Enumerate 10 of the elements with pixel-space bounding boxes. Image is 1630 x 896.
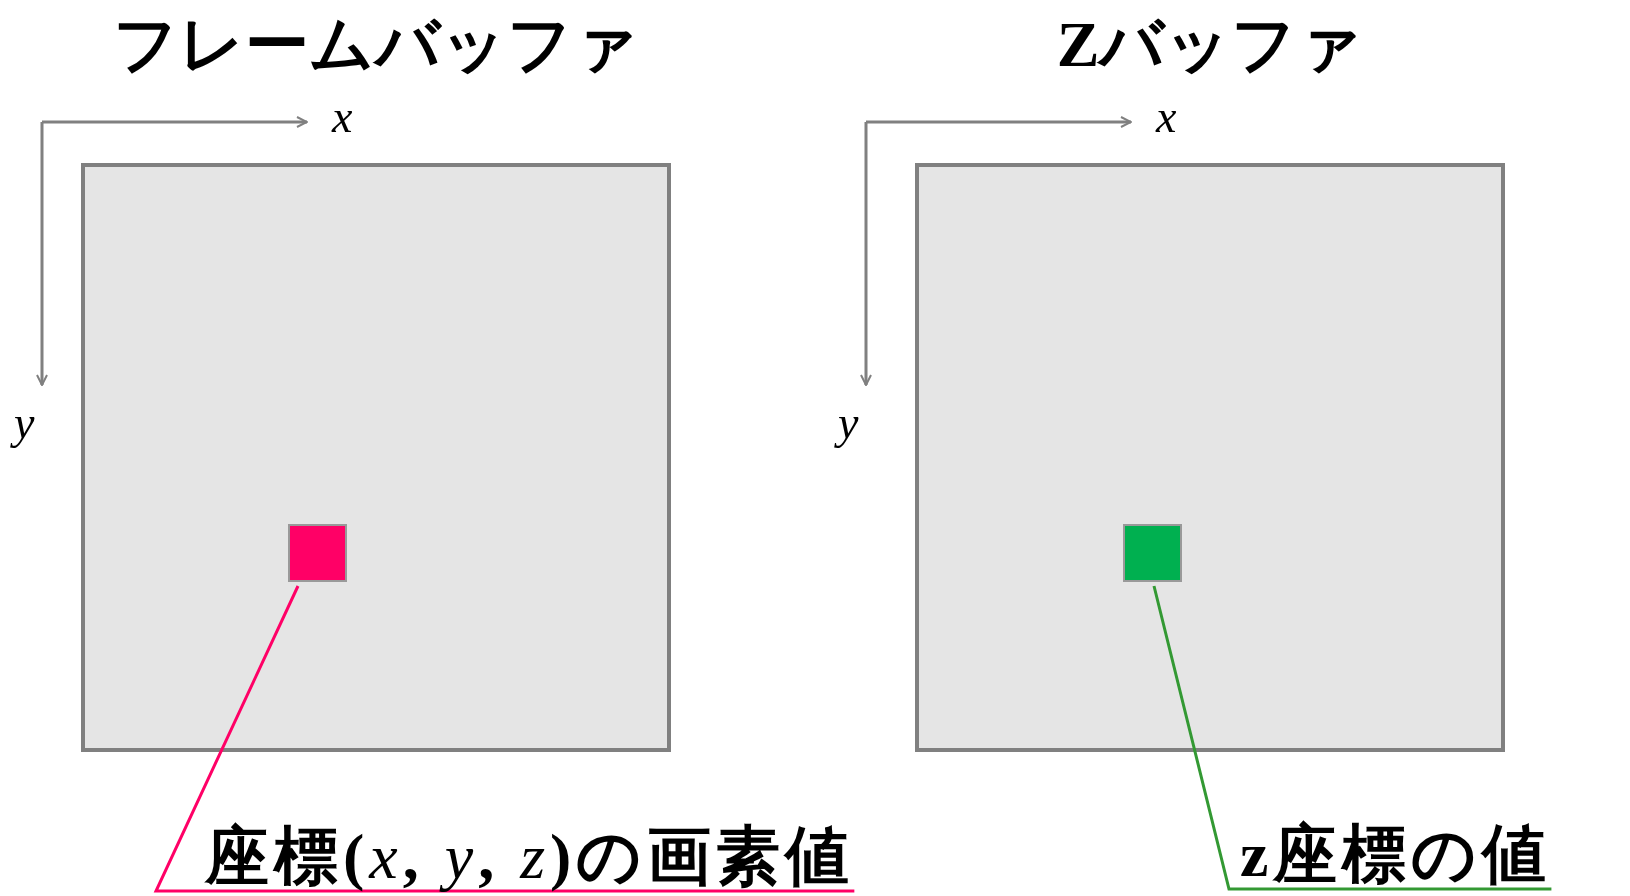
axis-label: x <box>332 92 353 142</box>
caption-text: z座標の値 <box>1240 820 1552 890</box>
axis-label: x <box>1156 92 1177 142</box>
leader-line <box>1152 585 1552 891</box>
pixel-square <box>1123 524 1182 582</box>
pixel-square <box>288 524 347 582</box>
buffer-title: フレームバッファ <box>112 10 640 80</box>
leader-line <box>153 585 855 893</box>
caption-text: 座標(x, y, z)の画素値 <box>205 822 855 892</box>
buffer-title: Zバッファ <box>1055 10 1365 80</box>
